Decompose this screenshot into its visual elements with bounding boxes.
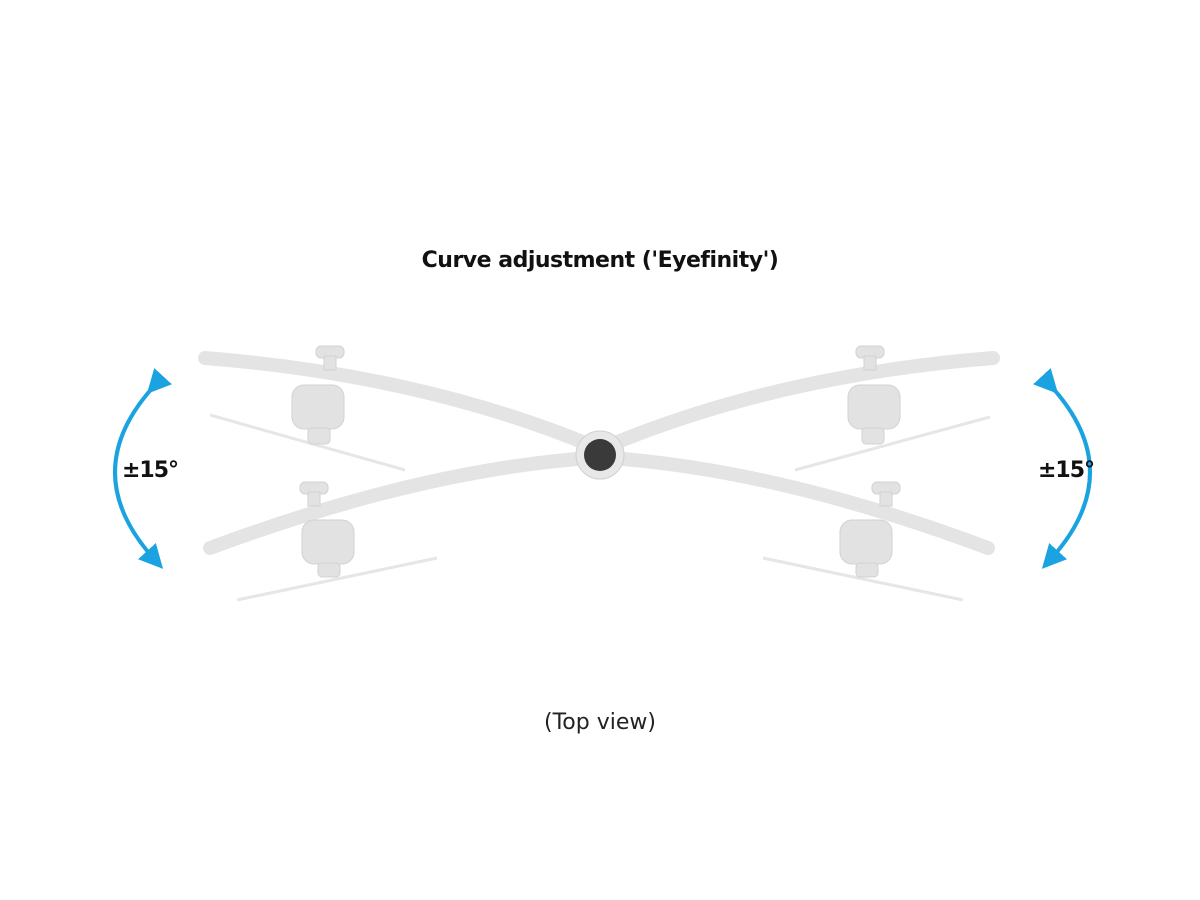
monitor-panel: [762, 556, 964, 602]
monitor-panel: [209, 413, 406, 472]
monitor-panel: [236, 556, 438, 602]
view-caption: (Top view): [544, 710, 656, 735]
right-side: [603, 345, 1000, 602]
center-hub: [575, 430, 625, 480]
arm-lower-left: [203, 451, 597, 555]
vesa-mount: [839, 345, 901, 578]
arm-upper-right: [603, 351, 1000, 452]
diagram-title: Curve adjustment ('Eyefinity'): [421, 248, 779, 273]
monitor-panel: [794, 415, 991, 472]
vesa-mount: [291, 345, 355, 578]
arm-lower-right: [603, 451, 995, 555]
left-angle-label: ±15°: [122, 458, 179, 483]
rotation-arrow-right: [1033, 368, 1092, 569]
rotation-arrow-left: [113, 368, 172, 569]
left-side: [198, 345, 597, 602]
arm-upper-left: [198, 351, 597, 452]
right-angle-label: ±15°: [1038, 458, 1095, 483]
